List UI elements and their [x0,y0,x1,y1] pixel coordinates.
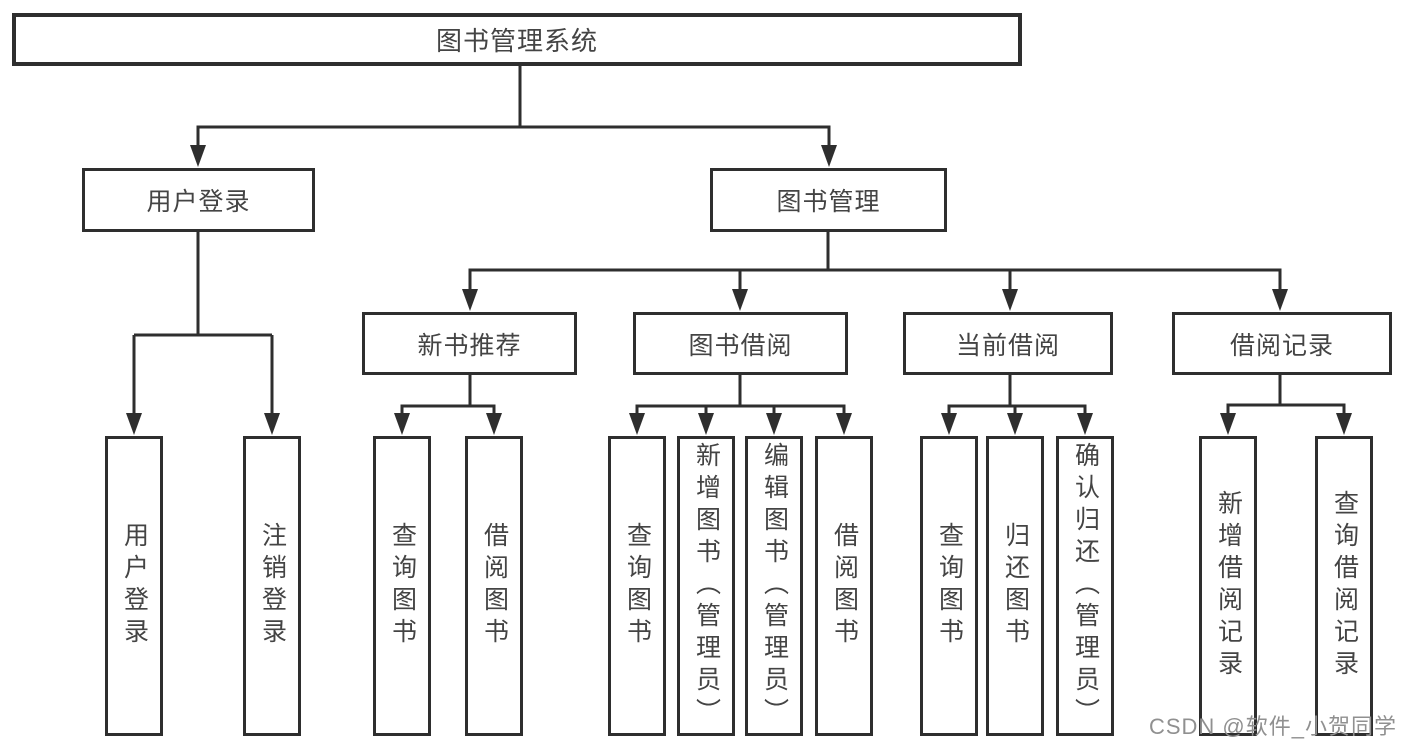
leaf-recommend-borrow-book: 借阅图书 [465,436,523,736]
leaf-current-confirm-return-admin-label: 确认归还（管理员） [1071,442,1100,730]
leaf-borrow-add-book-admin: 新增图书（管理员） [677,436,735,736]
leaf-user-login: 用户登录 [105,436,163,736]
leaf-current-return-book-label: 归还图书 [1001,522,1030,650]
leaf-record-query-record-label: 查询借阅记录 [1330,490,1359,682]
node-library-system-label: 图书管理系统 [435,26,598,56]
node-book-borrow: 图书借阅 [633,312,848,375]
leaf-recommend-borrow-book-label: 借阅图书 [480,522,509,650]
watermark: CSDN @软件_小贺同学 [1148,714,1397,739]
leaf-borrow-borrow-book-label: 借阅图书 [830,522,859,650]
leaf-borrow-query-book: 查询图书 [608,436,666,736]
connector-root-to-level1 [190,65,837,167]
leaf-current-query-book: 查询图书 [920,436,978,736]
node-borrow-records-label: 借阅记录 [1229,331,1334,360]
node-current-borrow-label: 当前借阅 [955,331,1060,360]
node-current-borrow: 当前借阅 [903,312,1113,375]
leaf-current-confirm-return-admin: 确认归还（管理员） [1056,436,1114,736]
node-user-login: 用户登录 [82,168,315,232]
leaf-borrow-borrow-book: 借阅图书 [815,436,873,736]
connector-borrow-records-to-leaves [1220,375,1352,435]
connector-book-borrow-to-leaves [629,375,852,435]
leaf-record-add-record: 新增借阅记录 [1199,436,1257,736]
leaf-logout-login: 注销登录 [243,436,301,736]
leaf-user-login-label: 用户登录 [120,522,149,650]
leaf-borrow-query-book-label: 查询图书 [623,522,652,650]
leaf-borrow-edit-book-admin-label: 编辑图书（管理员） [760,442,789,730]
connector-current-borrow-to-leaves [941,375,1093,435]
leaf-current-query-book-label: 查询图书 [935,522,964,650]
connector-book-management-to-level2 [462,232,1288,311]
node-book-borrow-label: 图书借阅 [688,331,793,360]
leaf-current-return-book: 归还图书 [986,436,1044,736]
node-new-book-recommend: 新书推荐 [362,312,577,375]
node-book-management-label: 图书管理 [776,188,881,216]
leaf-borrow-edit-book-admin: 编辑图书（管理员） [745,436,803,736]
connector-new-book-recommend-to-leaves [394,375,502,435]
node-book-management: 图书管理 [710,168,947,232]
node-library-system: 图书管理系统 [12,13,1022,66]
leaf-borrow-add-book-admin-label: 新增图书（管理员） [692,442,721,730]
node-borrow-records: 借阅记录 [1172,312,1392,375]
leaf-record-query-record: 查询借阅记录 [1315,436,1373,736]
connector-user-login-to-leaves [126,232,280,435]
node-user-login-label: 用户登录 [146,188,251,216]
leaf-logout-login-label: 注销登录 [258,522,287,650]
leaf-recommend-query-book: 查询图书 [373,436,431,736]
node-new-book-recommend-label: 新书推荐 [417,331,522,360]
leaf-recommend-query-book-label: 查询图书 [388,522,417,650]
leaf-record-add-record-label: 新增借阅记录 [1214,490,1243,682]
